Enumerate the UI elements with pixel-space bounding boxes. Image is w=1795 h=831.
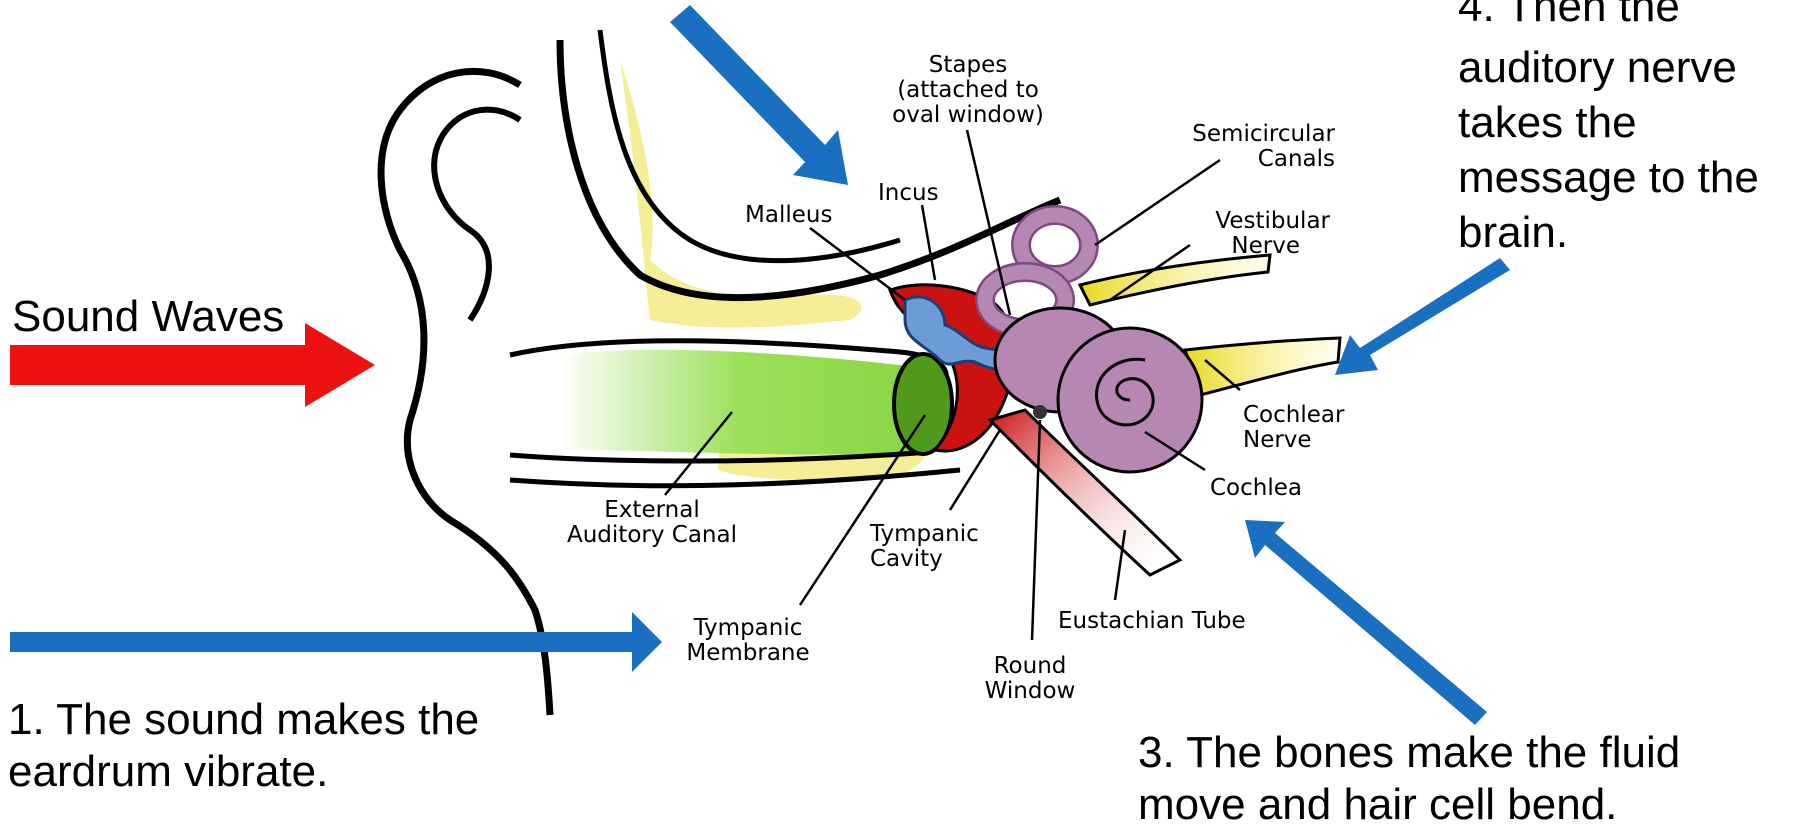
step4-text-line3: takes the (1458, 98, 1637, 148)
vestibular-nerve-shape (1080, 255, 1270, 305)
cochlear-nerve-shape (1185, 338, 1340, 395)
cochlear-nerve-label-line2: Nerve (1243, 428, 1312, 452)
stapes-label-line1: Stapes (868, 53, 1068, 77)
round-window-label-line1: Round (955, 654, 1105, 678)
stapes-label-line3: oval window) (868, 103, 1068, 127)
tympanic-cavity-label-line2: Cavity (870, 547, 943, 571)
step3-text-line2: move and hair cell bend. (1138, 780, 1617, 830)
stapes-label-line2: (attached to (868, 78, 1068, 102)
pinna-outline (381, 71, 550, 715)
step4-text-line2: auditory nerve (1458, 43, 1737, 93)
vestibular-nerve-label-line1: Vestibular (1120, 209, 1330, 233)
sound-waves-label: Sound Waves (12, 292, 284, 342)
semicircular-canals-label-line1: Semicircular (1120, 122, 1335, 146)
tympanic-membrane-label-line2: Membrane (668, 641, 828, 665)
eustachian-tube-label: Eustachian Tube (1058, 609, 1246, 633)
round-window-shape (1033, 405, 1047, 419)
step3-arrow (1245, 520, 1487, 725)
step3-text-line1: 3. The bones make the fluid (1138, 728, 1680, 778)
step4-text-line1: 4. Then the (1458, 0, 1680, 32)
step4-text-line4: message to the (1458, 153, 1759, 203)
step4-text-line5: brain. (1458, 208, 1568, 258)
step1-text-line1: 1. The sound makes the (8, 695, 479, 745)
vestibular-nerve-label-line2: Nerve (1120, 234, 1300, 258)
step1-arrow (10, 612, 662, 672)
semicircular-canals-label-line2: Canals (1120, 147, 1335, 171)
incus-label: Incus (878, 181, 939, 205)
tympanic-membrane-label-line1: Tympanic (668, 616, 828, 640)
malleus-label: Malleus (745, 203, 832, 227)
tympanic-cavity-label-line1: Tympanic (870, 522, 979, 546)
step1-text-line2: eardrum vibrate. (8, 747, 328, 797)
step4-arrow (1335, 258, 1510, 375)
cochlear-nerve-label-line1: Cochlear (1243, 403, 1344, 427)
step2-arrow (670, 5, 848, 185)
external-auditory-canal-label-line2: Auditory Canal (532, 523, 772, 547)
round-window-label-line2: Window (955, 679, 1105, 703)
external-auditory-canal-label-line1: External (532, 498, 772, 522)
cochlea-label: Cochlea (1210, 476, 1302, 500)
pinna-inner-outline (434, 110, 520, 320)
